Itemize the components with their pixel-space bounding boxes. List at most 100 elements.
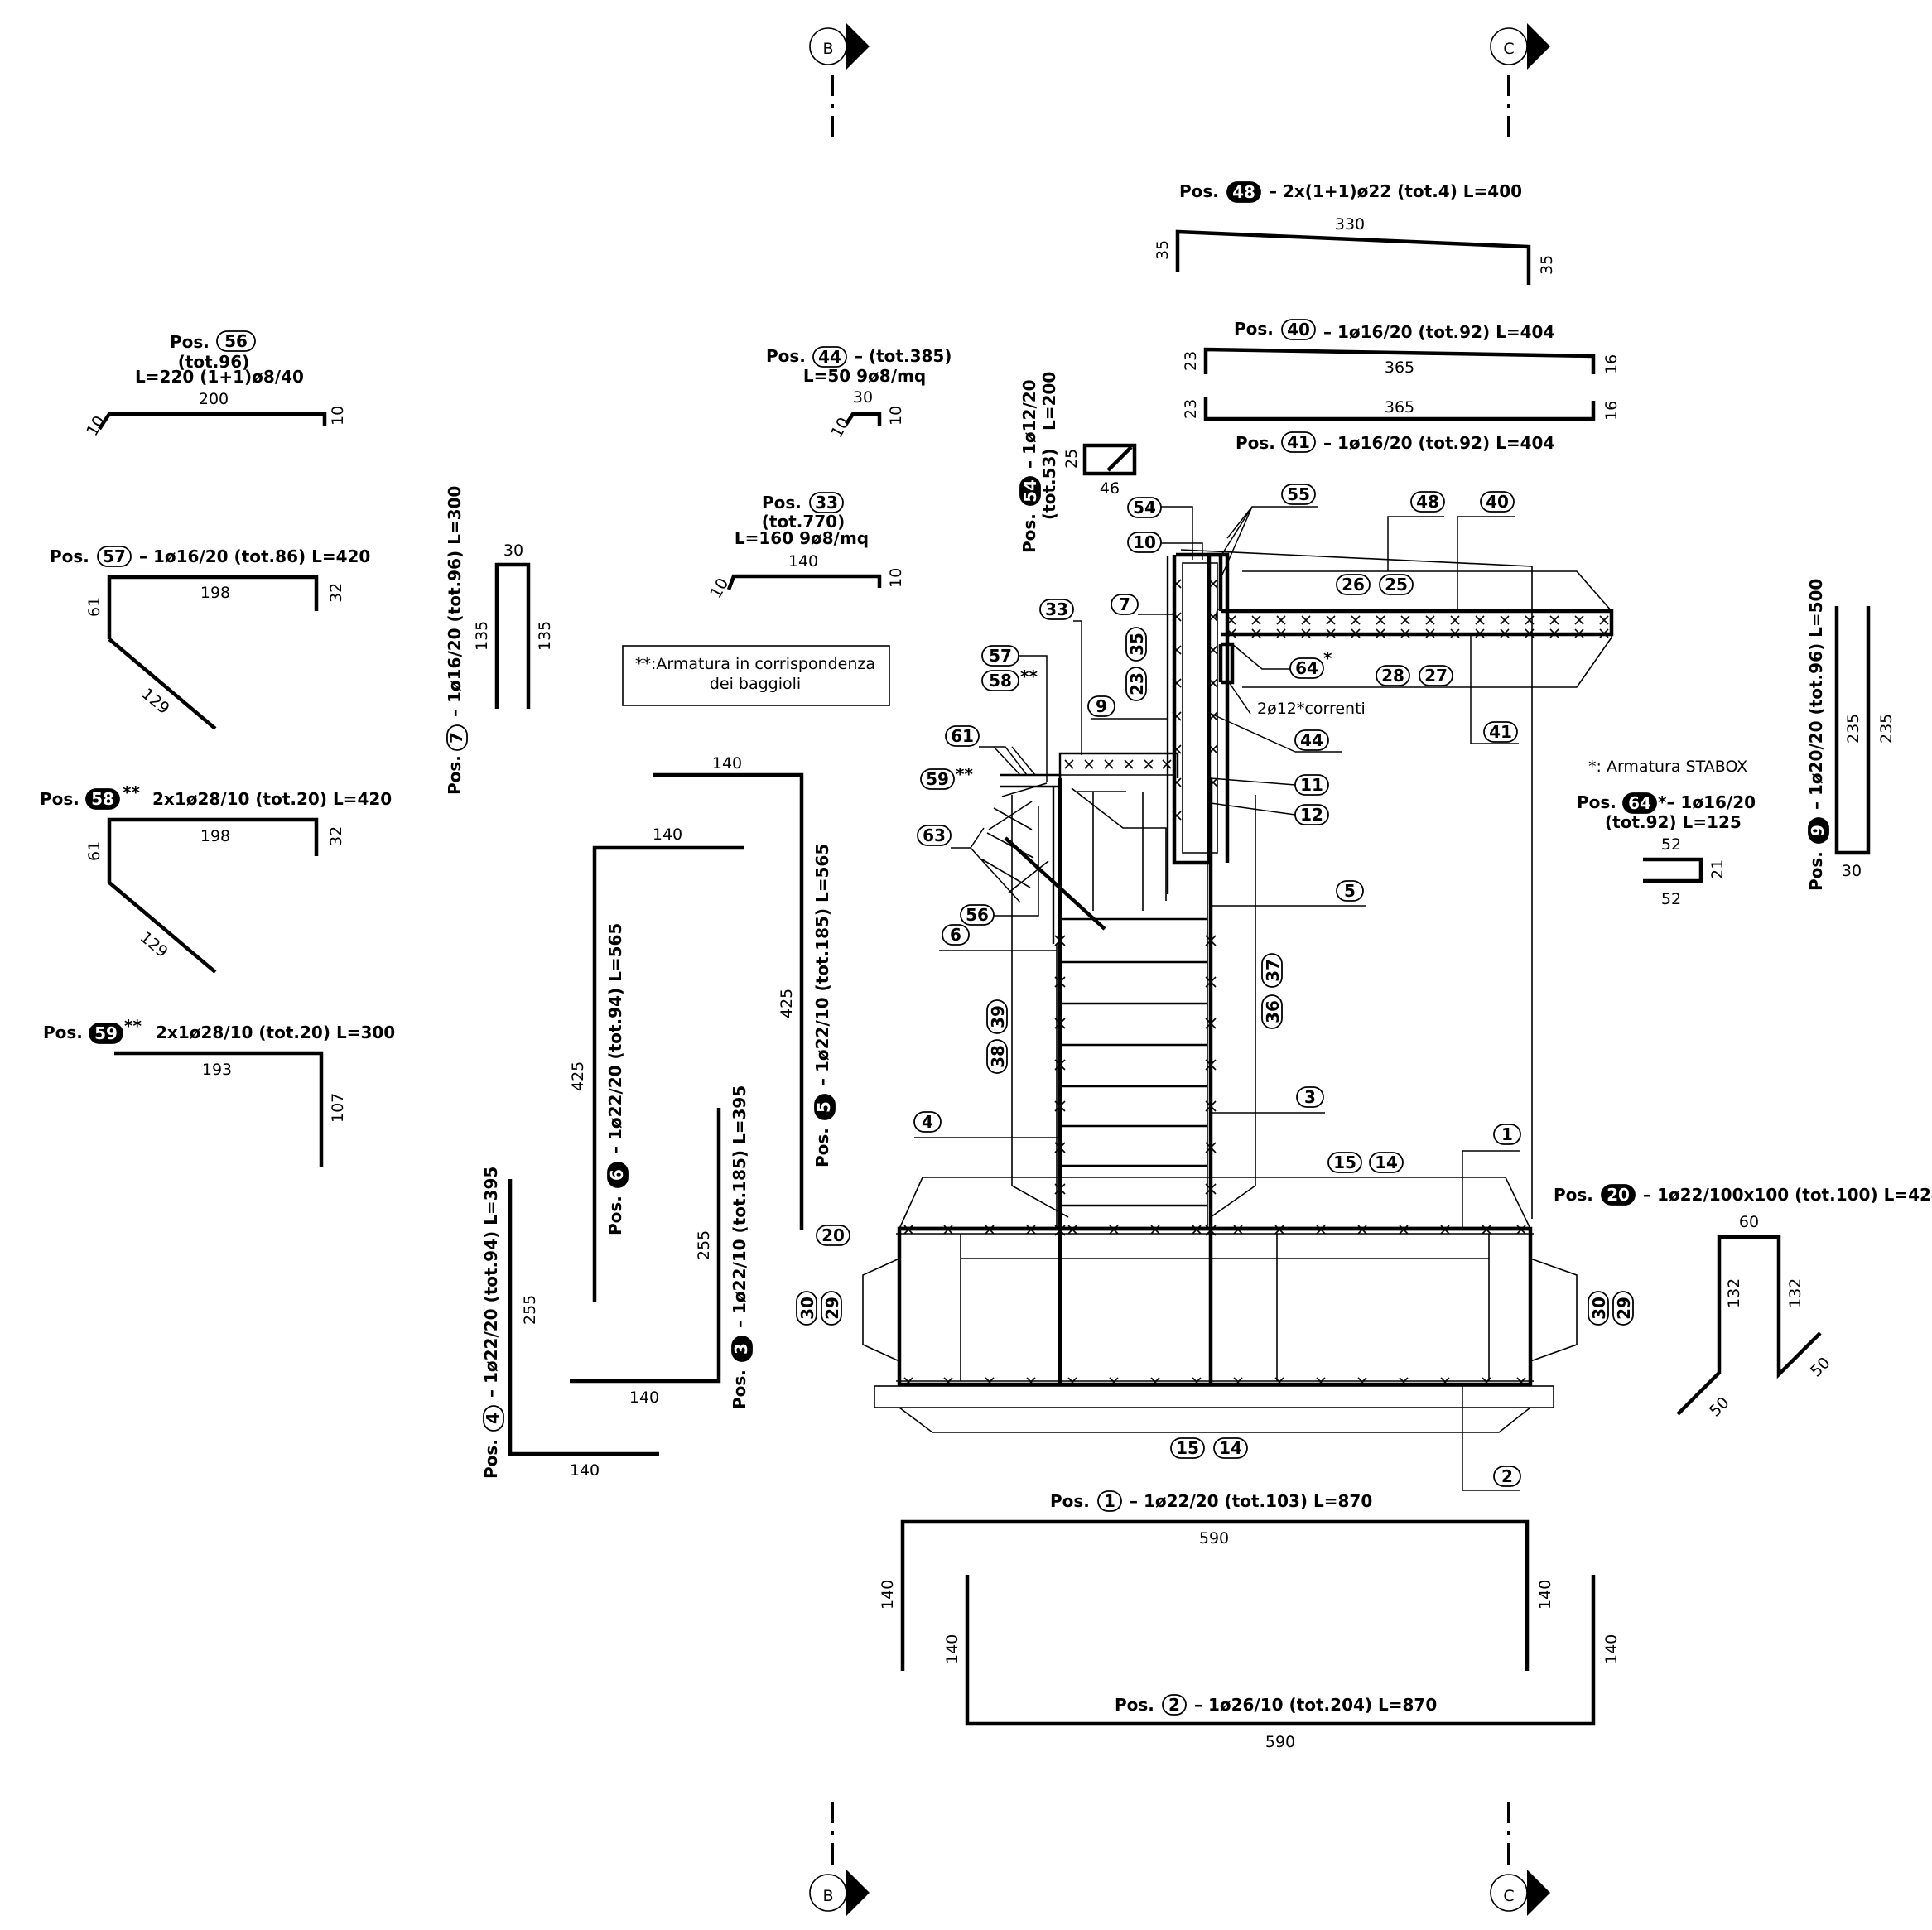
tag-48: 48: [1416, 492, 1439, 512]
pos-text: – 1ø12/20: [1019, 379, 1039, 469]
bar-shape-pos-1: Pos. 1 – 1ø22/20 (tot.103) L=870 590 140…: [879, 1490, 1554, 1671]
dim-hook-right: 50: [1807, 1354, 1834, 1381]
bar-shape-pos-54: Pos. 54 – 1ø12/20 (tot.53) L=200 25 46: [1019, 372, 1137, 553]
pos-text: – 2x(1+1)ø22 (tot.4) L=400: [1269, 181, 1522, 201]
tag-64: 64: [1295, 658, 1318, 678]
pos-total: (tot.53): [1039, 448, 1059, 520]
pos-number: 9: [1808, 825, 1828, 836]
dim-top: 140: [788, 552, 818, 570]
pos-number: 56: [224, 331, 248, 351]
pos-text: – 1ø22/10 (tot.185) L=565: [812, 844, 832, 1086]
bar-shape-pos-6: 140 425 Pos. 6 – 1ø22/20 (tot.94) L=565: [569, 825, 744, 1302]
dim-top: 30: [853, 388, 873, 407]
tag-10: 10: [1133, 532, 1156, 552]
dim-bottom: 140: [629, 1389, 659, 1407]
pos-number: 57: [103, 546, 126, 566]
tag-61: 61: [951, 726, 974, 746]
tag-14-bottom: 14: [1219, 1438, 1242, 1458]
tag-40: 40: [1486, 492, 1509, 512]
tag-6: 6: [950, 925, 961, 945]
dim-bottom: 140: [570, 1461, 600, 1480]
bar-shape-pos-58: Pos. 58 ** 2x1ø28/10 (tot.20) L=420 198 …: [40, 782, 392, 974]
pos-text: – 1ø16/20 (tot.96) L=300: [445, 486, 465, 717]
dim-left: 235: [1844, 714, 1862, 744]
dim-right: 235: [1877, 714, 1896, 744]
tag-7: 7: [1119, 594, 1130, 614]
pos-label: Pos.: [1050, 1491, 1090, 1511]
pos-number: 58: [91, 789, 114, 809]
axis-marker-c-bottom: C: [1490, 1802, 1550, 1916]
tag-29: 29: [822, 1297, 842, 1320]
pos-number: 2: [1168, 1695, 1180, 1715]
pos-text: – 1ø22/20 (tot.103) L=870: [1130, 1491, 1372, 1511]
tag-30-right: 30: [1589, 1297, 1609, 1320]
dim-top: 200: [199, 390, 229, 408]
axis-label-b: B: [822, 40, 833, 58]
pos-number: 1: [1104, 1491, 1115, 1511]
dim-top: 140: [712, 754, 742, 772]
pos-label: Pos.: [1019, 513, 1039, 553]
pos-text: – 1ø26/10 (tot.204) L=870: [1194, 1695, 1437, 1715]
pos-text: – 1ø22/20 (tot.94) L=395: [481, 1167, 501, 1398]
pos-label: Pos.: [730, 1369, 749, 1409]
dim-diagonal: 129: [137, 928, 171, 961]
tag-27: 27: [1424, 666, 1448, 686]
dim-bottom: 30: [1842, 862, 1862, 880]
tag-63: 63: [923, 825, 946, 845]
tag-29-right: 29: [1614, 1297, 1634, 1320]
dim-left: 23: [1182, 399, 1200, 419]
tag-56: 56: [966, 905, 989, 925]
dim-left: 35: [1154, 240, 1172, 260]
dim-top: 198: [200, 827, 230, 845]
pos-text: – 1ø16/20 (tot.92) L=404: [1323, 433, 1554, 453]
dim-left: 61: [85, 841, 104, 861]
tag-25: 25: [1385, 575, 1408, 594]
bar-shape-pos-4: 255 140 Pos. 4 – 1ø22/20 (tot.94) L=395: [481, 1167, 659, 1480]
pos-text: – 1ø22/10 (tot.185) L=395: [730, 1085, 749, 1328]
dim-right: 35: [1538, 255, 1556, 275]
dim-top: 193: [202, 1061, 232, 1079]
dim-right: 10: [887, 406, 905, 426]
correnti-note: 2ø12*correnti: [1257, 700, 1366, 718]
pos-number: 59: [94, 1023, 118, 1043]
tag-58: 58: [989, 671, 1012, 691]
tag-59: 59: [926, 769, 949, 789]
pos-total: (tot.770): [762, 512, 846, 532]
dim-right: 32: [327, 826, 345, 846]
dim-top: 365: [1385, 359, 1414, 377]
pos-text: – 1ø16/20 (tot.92) L=404: [1323, 322, 1554, 342]
tag-11: 11: [1300, 775, 1323, 795]
pos-number: 48: [1232, 182, 1255, 202]
note-line-2: dei baggioli: [710, 675, 801, 693]
dim-right: 10: [887, 568, 905, 588]
tag-20: 20: [821, 1225, 845, 1245]
tag-4: 4: [922, 1112, 933, 1132]
pos-number: 44: [818, 347, 841, 367]
dim-right: 16: [1602, 401, 1621, 421]
pos-label: Pos.: [50, 546, 89, 566]
pos-text: 2x1ø28/10 (tot.20) L=420: [152, 789, 392, 809]
dim-right: 107: [329, 1093, 347, 1123]
bar-shape-pos-9: Pos. 9 – 1ø20/20 (tot.96) L=500 235 235 …: [1806, 579, 1896, 891]
tag-54: 54: [1133, 498, 1156, 517]
dim-top: 590: [1199, 1529, 1229, 1547]
pos-text: – 1ø16/20 (tot.86) L=420: [139, 546, 370, 566]
pos-length: L=50 9ø8/mq: [803, 366, 926, 386]
pos-number: 54: [1020, 479, 1040, 503]
tag-41: 41: [1489, 722, 1512, 742]
dim-a: 25: [1062, 449, 1081, 469]
tag-64-star: *: [1323, 648, 1332, 668]
tag-39: 39: [988, 1005, 1008, 1028]
pos-label: Pos.: [170, 332, 210, 352]
pos-number: 33: [815, 493, 838, 513]
tag-30: 30: [797, 1297, 817, 1320]
dim-left: 132: [1725, 1278, 1743, 1308]
pos-label: Pos.: [762, 493, 802, 513]
stabox-note: *: Armatura STABOX: [1588, 758, 1747, 776]
pos-number: 6: [607, 1169, 627, 1181]
section-tags: 54 55 48 40 10 26 25 33 7 35 2: [796, 484, 1634, 1491]
pos-star: **: [124, 1016, 142, 1036]
dim-right: 10: [329, 406, 347, 426]
tag-38: 38: [988, 1045, 1008, 1068]
pos-length: L=200: [1039, 372, 1059, 431]
